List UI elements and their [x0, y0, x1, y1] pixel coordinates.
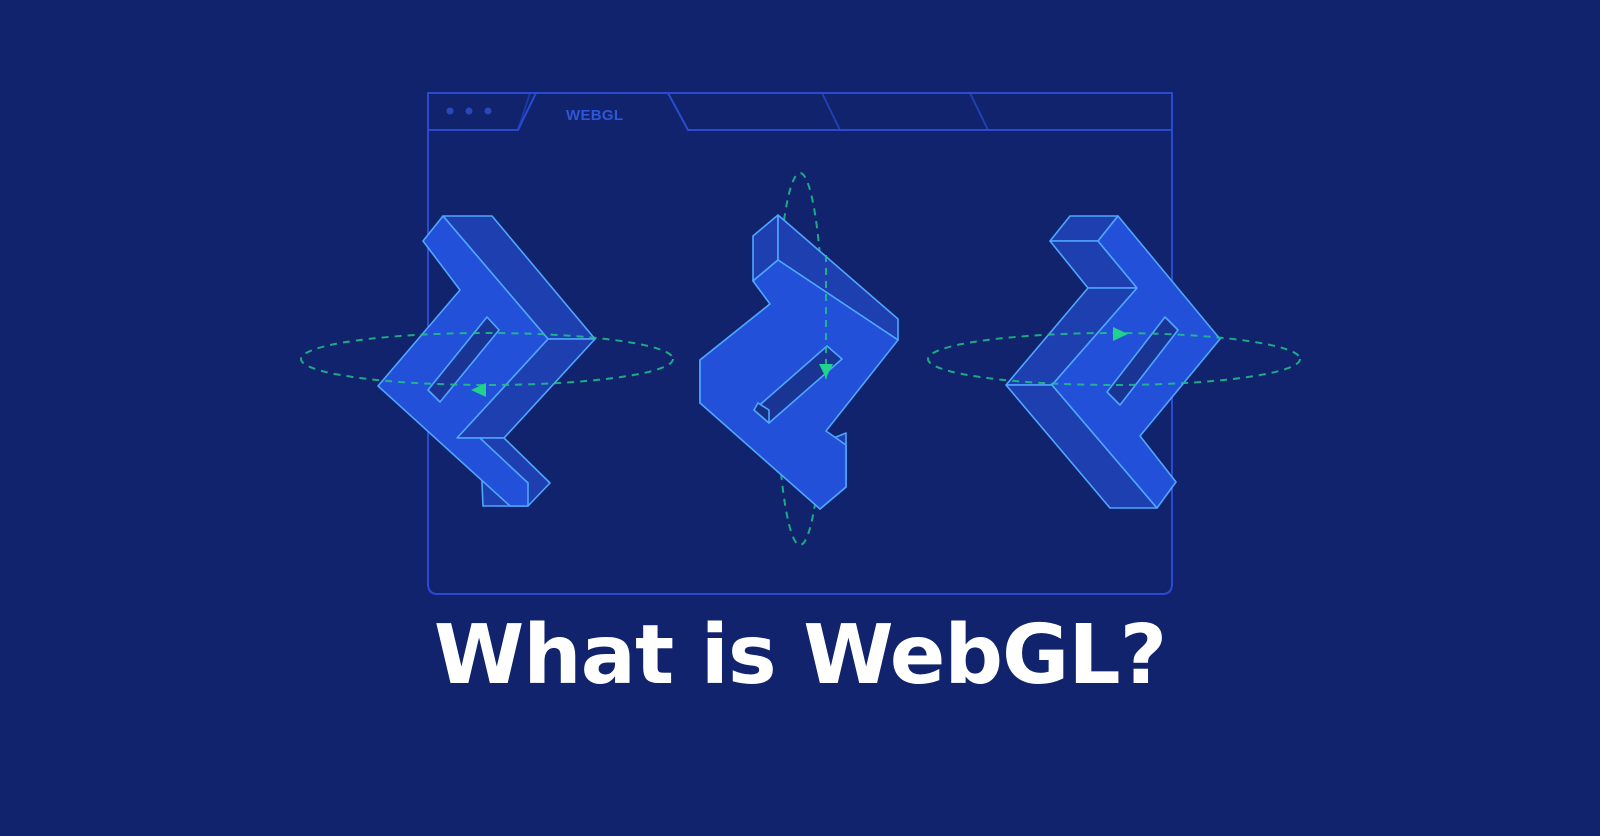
right-orbit-icon [927, 327, 1301, 386]
center-orbit-arrow-icon [819, 255, 833, 380]
left-orbit-icon [300, 332, 674, 397]
right-shape-icon [1005, 215, 1221, 509]
left-shape-icon [377, 215, 596, 507]
center-shape-icon [699, 214, 899, 510]
tab-webgl: WEBGL [566, 107, 624, 124]
window-dots-icon [446, 107, 492, 115]
browser-window-frame [427, 92, 1173, 595]
page-title: What is WebGL? [433, 608, 1167, 703]
